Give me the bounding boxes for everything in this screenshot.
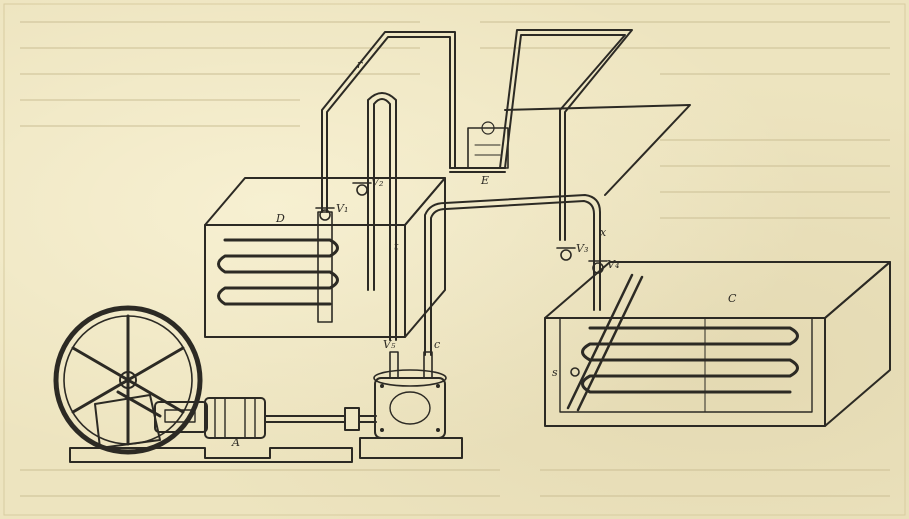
- label-e: E: [480, 174, 489, 187]
- label-v1: V₁: [336, 202, 348, 215]
- coil-c: [581, 326, 799, 394]
- label-c: C: [728, 292, 737, 305]
- label-d: D: [275, 212, 285, 225]
- delivery-pipe: [424, 194, 601, 356]
- label-v2: V₂: [371, 176, 383, 189]
- label-v3: V₃: [576, 242, 588, 255]
- label-a: A: [231, 436, 240, 449]
- gauge-box-e: E: [467, 121, 509, 187]
- valve-v1: V₁: [315, 202, 348, 221]
- flywheel: [53, 305, 203, 455]
- label-x-right: x: [600, 226, 607, 239]
- label-s: s: [552, 366, 558, 379]
- label-v5: V₅: [383, 338, 396, 351]
- valve-v2: V₂: [352, 176, 383, 196]
- label-v4: V₄: [607, 258, 619, 271]
- compressor-pump: V₅ c: [359, 338, 463, 459]
- label-t: t: [394, 240, 399, 253]
- tank-d: D t: [204, 92, 446, 341]
- label-r: r: [357, 58, 363, 71]
- coil-d: [217, 238, 339, 306]
- valve-v4: V₄: [588, 258, 619, 274]
- tank-c: C x: [544, 226, 891, 427]
- steam-engine-a: A: [69, 390, 353, 463]
- bleed-through-text: [20, 21, 890, 497]
- drive-shaft: [264, 407, 377, 431]
- valve-s: s: [552, 366, 580, 379]
- overhead-pipes: [321, 29, 691, 241]
- plate-border: [3, 3, 906, 516]
- label-c-small: c: [434, 338, 440, 351]
- valve-v3: V₃: [556, 242, 588, 261]
